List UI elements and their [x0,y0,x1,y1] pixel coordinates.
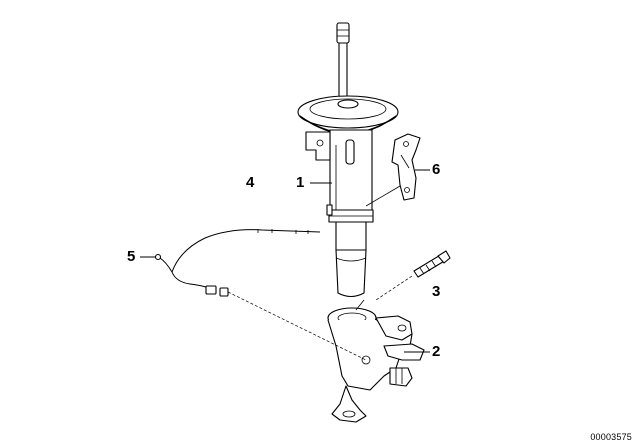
bolt-3 [413,250,451,278]
sensor-wire-5 [154,229,321,297]
document-id: 00003575 [590,432,632,442]
bracket-6 [391,133,421,201]
callout-2[interactable]: 2 [432,343,441,360]
leader-lines [140,169,430,361]
callout-5[interactable]: 5 [127,248,136,265]
callout-6[interactable]: 6 [432,161,441,178]
strut-assembly [297,22,399,298]
steering-knuckle-2 [327,307,425,423]
callout-4[interactable]: 4 [246,174,255,191]
callout-3[interactable]: 3 [432,283,441,300]
callout-1[interactable]: 1 [296,174,305,191]
